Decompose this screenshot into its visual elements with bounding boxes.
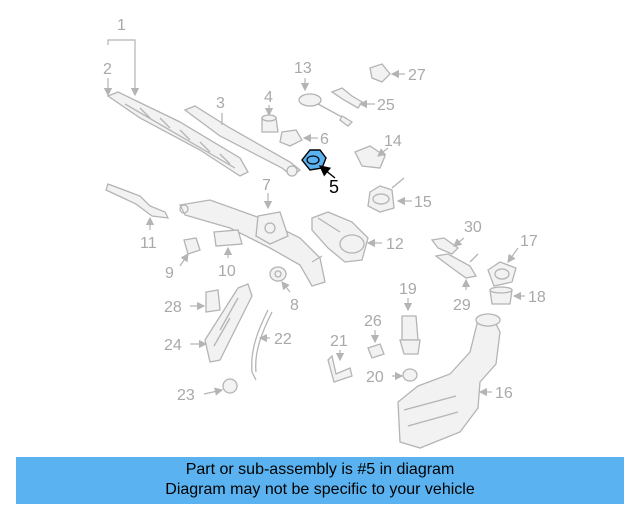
part-16-reservoir xyxy=(397,313,501,449)
caption-line-1: Part or sub-assembly is #5 in diagram xyxy=(185,461,455,478)
label-6: 6 xyxy=(320,131,329,148)
label-20: 20 xyxy=(366,369,384,386)
label-12: 12 xyxy=(386,236,404,253)
label-26: 26 xyxy=(364,313,382,330)
label-2: 2 xyxy=(103,61,112,78)
label-7: 7 xyxy=(262,177,271,194)
wiper-arm-part xyxy=(183,105,302,177)
label-28: 28 xyxy=(164,299,182,316)
label-5: 5 xyxy=(329,177,339,197)
part-21 xyxy=(327,350,353,383)
part-7-linkage xyxy=(179,193,326,287)
part-17 xyxy=(487,247,519,287)
label-18: 18 xyxy=(528,289,546,306)
label-22: 22 xyxy=(274,331,292,348)
label-9: 9 xyxy=(165,265,174,282)
part-26 xyxy=(367,330,385,359)
part-18 xyxy=(489,286,525,305)
part-29 xyxy=(434,253,479,290)
label-25: 25 xyxy=(377,97,395,114)
part-27 xyxy=(369,63,405,83)
part-4 xyxy=(261,105,279,133)
label-17: 17 xyxy=(520,233,538,250)
label-27: 27 xyxy=(408,67,426,84)
label-3: 3 xyxy=(216,95,225,112)
part-11 xyxy=(105,183,170,230)
caption-line-2: Diagram may not be specific to your vehi… xyxy=(165,481,475,498)
part-8 xyxy=(269,266,291,293)
wiper-blade-part xyxy=(103,39,249,177)
part-22 xyxy=(251,309,273,381)
label-8: 8 xyxy=(290,297,299,314)
parts-diagram: 1 2 3 4 5 6 7 8 9 10 11 12 13 14 15 16 1… xyxy=(103,17,546,449)
label-21: 21 xyxy=(330,333,348,350)
highlighted-part-5 xyxy=(301,149,336,179)
caption-banner: Part or sub-assembly is #5 in diagram Di… xyxy=(16,457,624,504)
part-12-motor xyxy=(311,211,382,263)
part-14 xyxy=(354,145,389,169)
label-4: 4 xyxy=(264,89,273,106)
part-6 xyxy=(279,129,318,147)
part-30 xyxy=(430,237,465,255)
part-25 xyxy=(330,87,375,109)
part-labels: 1 2 3 4 5 6 7 8 9 10 11 12 13 14 15 16 1… xyxy=(103,17,546,404)
label-29: 29 xyxy=(453,297,471,314)
label-15: 15 xyxy=(414,194,432,211)
part-10 xyxy=(213,229,243,258)
part-9 xyxy=(179,237,201,267)
part-23 xyxy=(203,378,238,396)
part-13 xyxy=(298,78,354,127)
label-23: 23 xyxy=(177,387,195,404)
label-1: 1 xyxy=(117,17,126,34)
label-30: 30 xyxy=(464,219,482,236)
label-13: 13 xyxy=(294,60,312,77)
part-15 xyxy=(367,177,412,213)
label-16: 16 xyxy=(495,385,513,402)
part-28 xyxy=(190,289,221,313)
part-20 xyxy=(392,368,418,382)
part-19-pump xyxy=(399,298,421,355)
label-10: 10 xyxy=(218,263,236,280)
label-24: 24 xyxy=(164,337,182,354)
part-24 xyxy=(190,283,253,363)
label-11: 11 xyxy=(140,235,157,252)
label-19: 19 xyxy=(399,281,417,298)
label-14: 14 xyxy=(384,133,402,150)
